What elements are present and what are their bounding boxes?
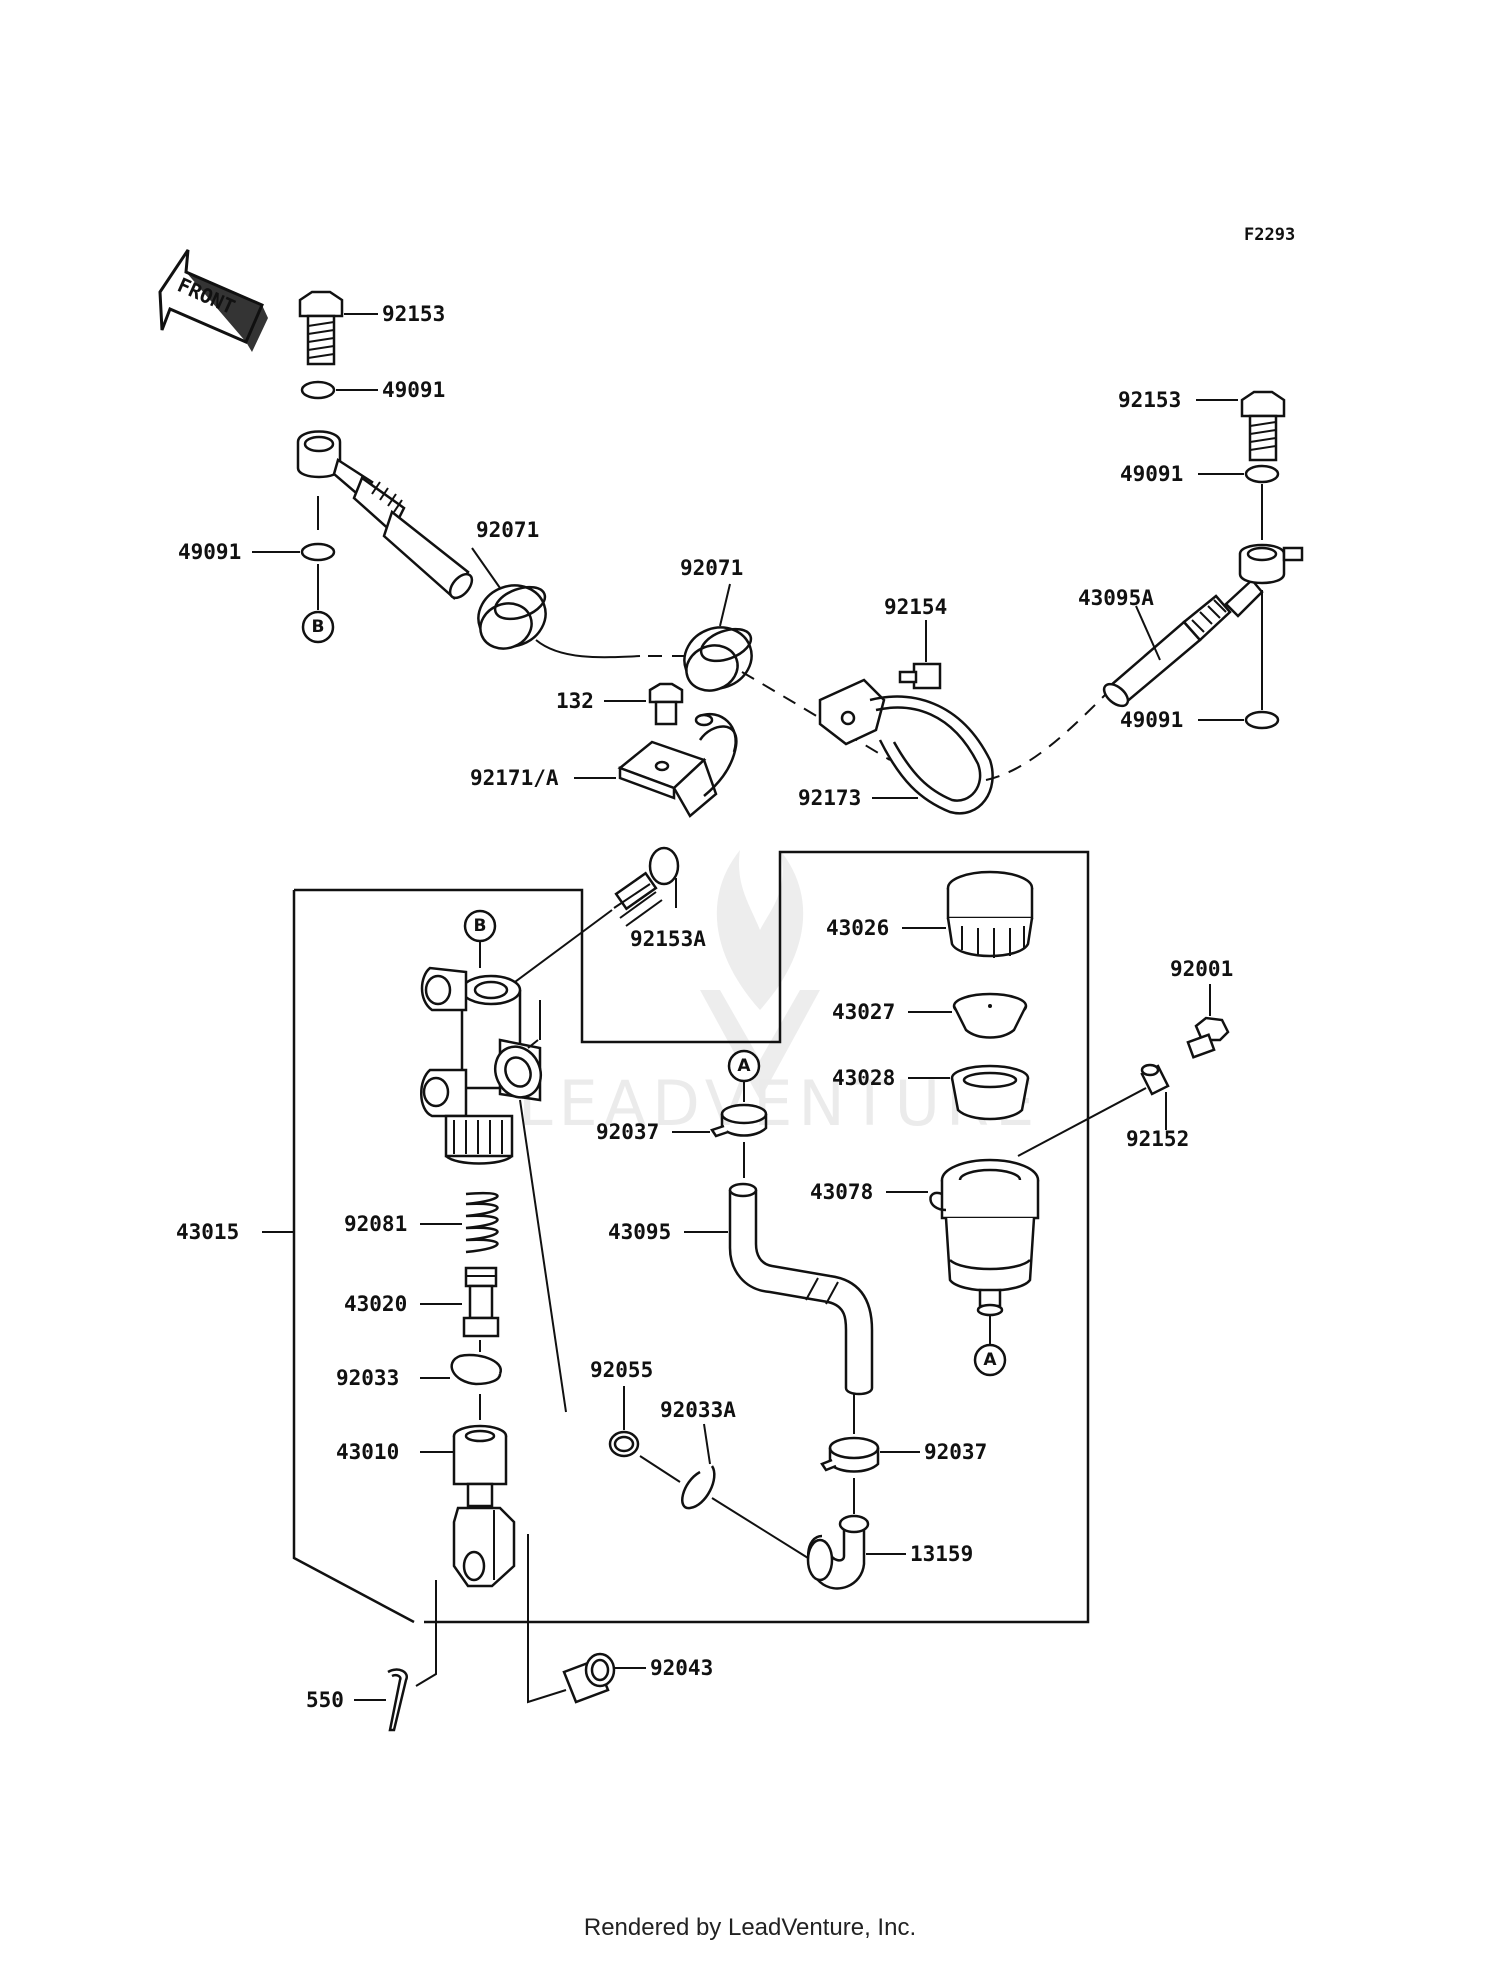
reservoir-hose-43095 [728, 1182, 874, 1396]
reference-marker-a [727, 1049, 761, 1083]
circlip-92033 [450, 1353, 502, 1386]
collar-92152 [1140, 1063, 1170, 1096]
part-label-550: 550 [306, 1688, 344, 1712]
callout-line [1135, 605, 1161, 661]
bolt-92154 [898, 662, 942, 690]
part-label-92153-left: 92153 [382, 302, 445, 326]
callout-line [1017, 1087, 1147, 1157]
part-label-92173: 92173 [798, 786, 861, 810]
reference-marker-a-label: A [983, 1350, 997, 1370]
part-label-43026: 43026 [826, 916, 889, 940]
banjo-bolt-left [298, 290, 344, 366]
watermark-text: LEADVENTURE [518, 1067, 1040, 1140]
part-label-13159: 13159 [910, 1542, 973, 1566]
part-label-43015: 43015 [176, 1220, 239, 1244]
part-label-49091-bottom-right: 49091 [1120, 708, 1183, 732]
part-label-92154: 92154 [884, 595, 947, 619]
part-label-92071-left: 92071 [476, 518, 539, 542]
reservoir-plate-43027 [952, 992, 1028, 1039]
part-label-49091-top-right: 49091 [1120, 462, 1183, 486]
diaphragm-43028 [950, 1064, 1030, 1121]
hose-clamp-bracket [818, 678, 994, 815]
callout-line [519, 1099, 567, 1413]
reference-marker-b [463, 909, 497, 943]
reservoir-cap-43026 [946, 870, 1034, 958]
reservoir-43078 [929, 1158, 1040, 1317]
sealing-washer [300, 380, 336, 400]
master-cylinder-body [420, 966, 543, 1165]
spring-92081 [465, 1191, 499, 1254]
part-label-43027: 43027 [832, 1000, 895, 1024]
reference-marker-a [973, 1343, 1007, 1377]
part-label-43095A: 43095A [1078, 586, 1154, 610]
hose-dashed [985, 689, 1111, 781]
part-label-49091-left: 49091 [178, 540, 241, 564]
callout-line [527, 1039, 539, 1049]
part-label-49091-top-left: 49091 [382, 378, 445, 402]
piston-43020 [462, 1266, 500, 1338]
circlip-92033A [681, 1465, 716, 1510]
callout-line [703, 1423, 711, 1465]
callout-line [415, 1580, 437, 1687]
grommet-mid [683, 626, 753, 692]
reference-marker-a-label: A [737, 1056, 751, 1076]
part-label-92037-bottom: 92037 [924, 1440, 987, 1464]
hose-clip-top [710, 1103, 768, 1138]
assembly-outline [294, 850, 1090, 1624]
sealing-washer [1244, 464, 1280, 484]
reference-marker-b-label: B [312, 617, 325, 637]
hose-line [535, 639, 641, 659]
part-label-92033: 92033 [336, 1366, 399, 1390]
callout-line [639, 1455, 809, 1559]
hose-clip-bottom [820, 1436, 880, 1473]
part-label-92033A: 92033A [660, 1398, 736, 1422]
part-label-92153-right: 92153 [1118, 388, 1181, 412]
part-label-92055: 92055 [590, 1358, 653, 1382]
push-rod-43010 [452, 1424, 516, 1588]
callout-line [471, 547, 501, 589]
part-label-92153A: 92153A [630, 927, 706, 951]
figure-code: F2293 [1244, 225, 1295, 245]
part-label-132: 132 [556, 689, 594, 713]
grommet-left [477, 584, 547, 650]
sealing-washer [300, 542, 336, 562]
part-label-43078: 43078 [810, 1180, 873, 1204]
mounting-bracket [617, 713, 738, 818]
part-label-92071-mid: 92071 [680, 556, 743, 580]
cotter-pin-550 [387, 1668, 409, 1732]
part-label-92152: 92152 [1126, 1127, 1189, 1151]
brake-hose-left-end [296, 430, 474, 600]
part-label-92037-top: 92037 [596, 1120, 659, 1144]
callout-line [719, 583, 731, 627]
front-arrow-icon: FRONT [158, 249, 268, 352]
reference-marker-b [301, 610, 335, 644]
part-label-92043: 92043 [650, 1656, 713, 1680]
leadventure-watermark: LEADVENTURE [518, 850, 1040, 1140]
part-label-92171A: 92171/A [470, 766, 559, 790]
part-label-92001: 92001 [1170, 957, 1233, 981]
hose-dashed [741, 671, 891, 761]
callout-line [527, 1534, 567, 1704]
part-label-43020: 43020 [344, 1292, 407, 1316]
banjo-bolt-right [1240, 390, 1286, 462]
brake-hose-right-end [1102, 543, 1304, 708]
part-label-43095: 43095 [608, 1220, 671, 1244]
sealing-washer [1244, 710, 1280, 730]
part-label-92081: 92081 [344, 1212, 407, 1236]
hose-fitting-13159 [806, 1514, 870, 1590]
banjo-bolt-92153A [613, 846, 680, 927]
bolt-92001 [1186, 1016, 1230, 1059]
bolt-132 [648, 682, 684, 726]
footer-credit: Rendered by LeadVenture, Inc. [583, 1914, 917, 1941]
part-label-43010: 43010 [336, 1440, 399, 1464]
part-label-43028: 43028 [832, 1066, 895, 1090]
reference-marker-b-label: B [474, 916, 487, 936]
clevis-pin-92043 [562, 1652, 616, 1704]
assembly-outline [292, 890, 415, 1624]
